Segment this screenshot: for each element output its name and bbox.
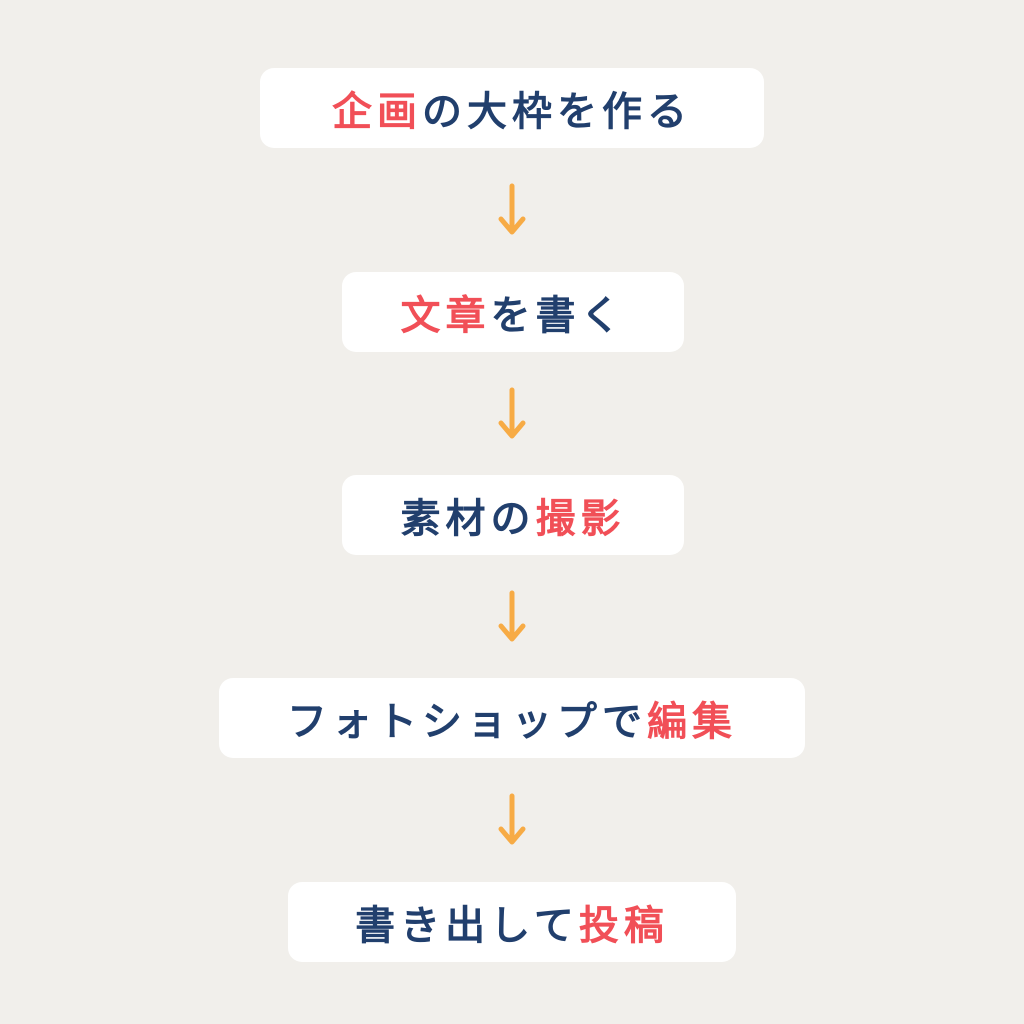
step-1-highlight-text: 企画 bbox=[332, 89, 422, 135]
down-arrow-icon bbox=[498, 387, 526, 439]
step-5-box: 書き出して投稿 bbox=[288, 882, 736, 962]
down-arrow-icon bbox=[498, 183, 526, 235]
step-1-box: 企画の大枠を作る bbox=[260, 68, 764, 148]
step-1-text: の大枠を作る bbox=[422, 89, 692, 135]
step-3-text: 素材の bbox=[400, 496, 536, 542]
down-arrow-icon bbox=[498, 793, 526, 845]
step-5-text: 書き出して bbox=[355, 903, 579, 949]
step-4-highlight-text: 編集 bbox=[647, 699, 737, 745]
step-3-box: 素材の撮影 bbox=[342, 475, 684, 555]
step-3-highlight-text: 撮影 bbox=[535, 496, 626, 542]
step-4-text: フォトショップで bbox=[287, 699, 647, 745]
step-2-text: を書く bbox=[490, 293, 626, 339]
down-arrow-icon bbox=[498, 590, 526, 642]
step-5-highlight-text: 投稿 bbox=[578, 903, 669, 949]
step-2-box: 文章を書く bbox=[342, 272, 684, 352]
step-2-highlight-text: 文章 bbox=[400, 293, 491, 339]
step-4-box: フォトショップで編集 bbox=[219, 678, 805, 758]
